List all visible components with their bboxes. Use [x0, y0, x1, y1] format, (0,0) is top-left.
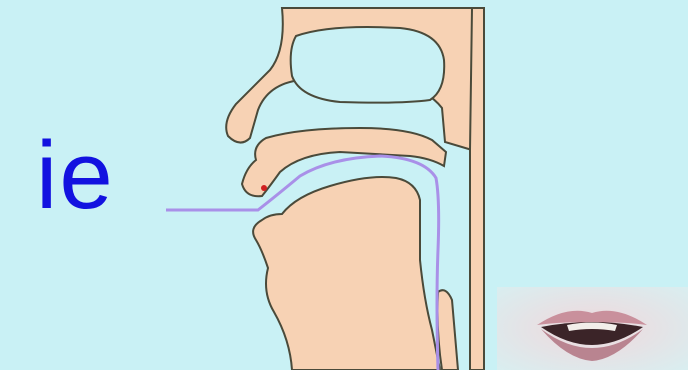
phoneme-label: ie [36, 128, 115, 224]
tongue-jaw-neck [253, 177, 440, 370]
mouth-photo-inset [497, 287, 688, 370]
larynx-shape [438, 290, 459, 370]
pharynx-wall [470, 8, 484, 370]
nasal-passage [291, 27, 445, 103]
articulation-point [261, 185, 267, 191]
lips-photo-icon [497, 287, 688, 370]
